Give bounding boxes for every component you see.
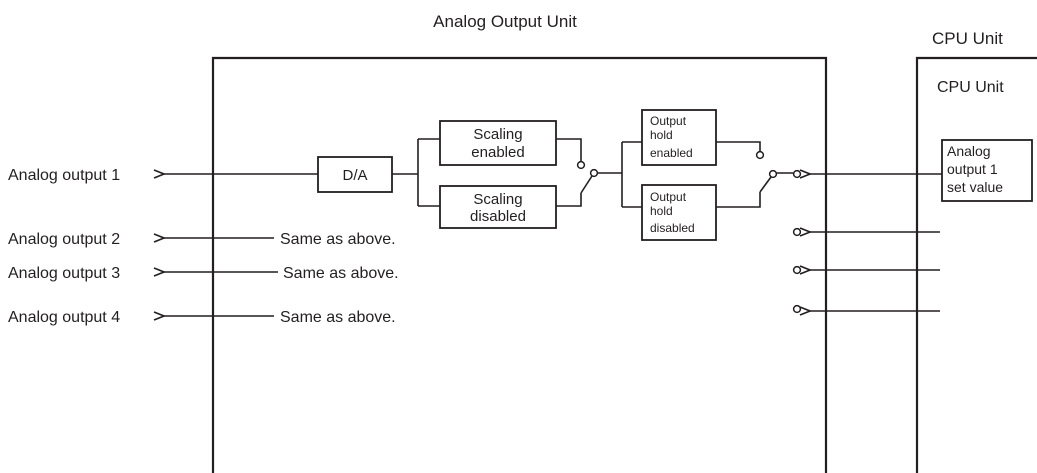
cpu-unit-frame: [915, 56, 1037, 473]
cpu-unit-outer-title: CPU Unit: [932, 29, 1003, 48]
output-hold-enabled-line2: hold: [650, 128, 673, 142]
scaling-switch-pivot: [589, 168, 599, 178]
same-as-above-4: Same as above.: [280, 309, 396, 326]
scaling-enabled-line2: enabled: [471, 144, 524, 161]
terminal-output-1: [792, 169, 802, 179]
scaling-enabled-block: [439, 120, 557, 166]
output-hold-disabled-line2: hold: [650, 204, 673, 218]
terminal-output-2: [792, 227, 802, 237]
output-hold-enabled-line3: enabled: [650, 146, 693, 160]
analog-output-4-label: Analog output 4: [8, 309, 120, 326]
cpu-unit-inner-title: CPU Unit: [937, 79, 1004, 96]
scaling-switch-wires: [556, 138, 622, 207]
set-value-line3: set value: [947, 179, 1003, 195]
da-converter-label: D/A: [342, 167, 367, 184]
same-as-above-2: Same as above.: [280, 231, 396, 248]
terminal-output-4: [792, 304, 802, 314]
analog-output-unit-frame: [211, 56, 828, 473]
same-as-above-3: Same as above.: [283, 265, 399, 282]
output-hold-disabled-line3: disabled: [650, 221, 695, 235]
scaling-disabled-line1: Scaling: [473, 191, 522, 208]
analog-output-3-label: Analog output 3: [8, 265, 120, 282]
set-value-line2: output 1: [947, 161, 998, 177]
set-value-line1: Analog: [947, 143, 991, 159]
hold-switch-node-upper: [755, 150, 765, 160]
hold-switch-wires: [716, 141, 793, 208]
scaling-enabled-line1: Scaling: [473, 126, 522, 143]
analog-output-1-set-value-block: [941, 139, 1033, 202]
output-hold-disabled-line1: Output: [650, 190, 687, 204]
analog-output-1-label: Analog output 1: [8, 167, 120, 184]
output-hold-enabled-line1: Output: [650, 114, 687, 128]
da-to-scaling-wires: [392, 138, 440, 207]
scaling-to-hold-wires: [621, 141, 642, 208]
scaling-switch-node-upper: [576, 160, 586, 170]
scaling-disabled-block: [439, 185, 557, 229]
output-hold-disabled-block: [641, 184, 717, 241]
scaling-disabled-line2: disabled: [470, 208, 526, 225]
analog-output-2-label: Analog output 2: [8, 231, 120, 248]
terminal-output-3: [792, 265, 802, 275]
output-hold-enabled-block: [641, 109, 717, 166]
analog-output-unit-title: Analog Output Unit: [433, 12, 577, 31]
hold-switch-pivot: [768, 169, 778, 179]
